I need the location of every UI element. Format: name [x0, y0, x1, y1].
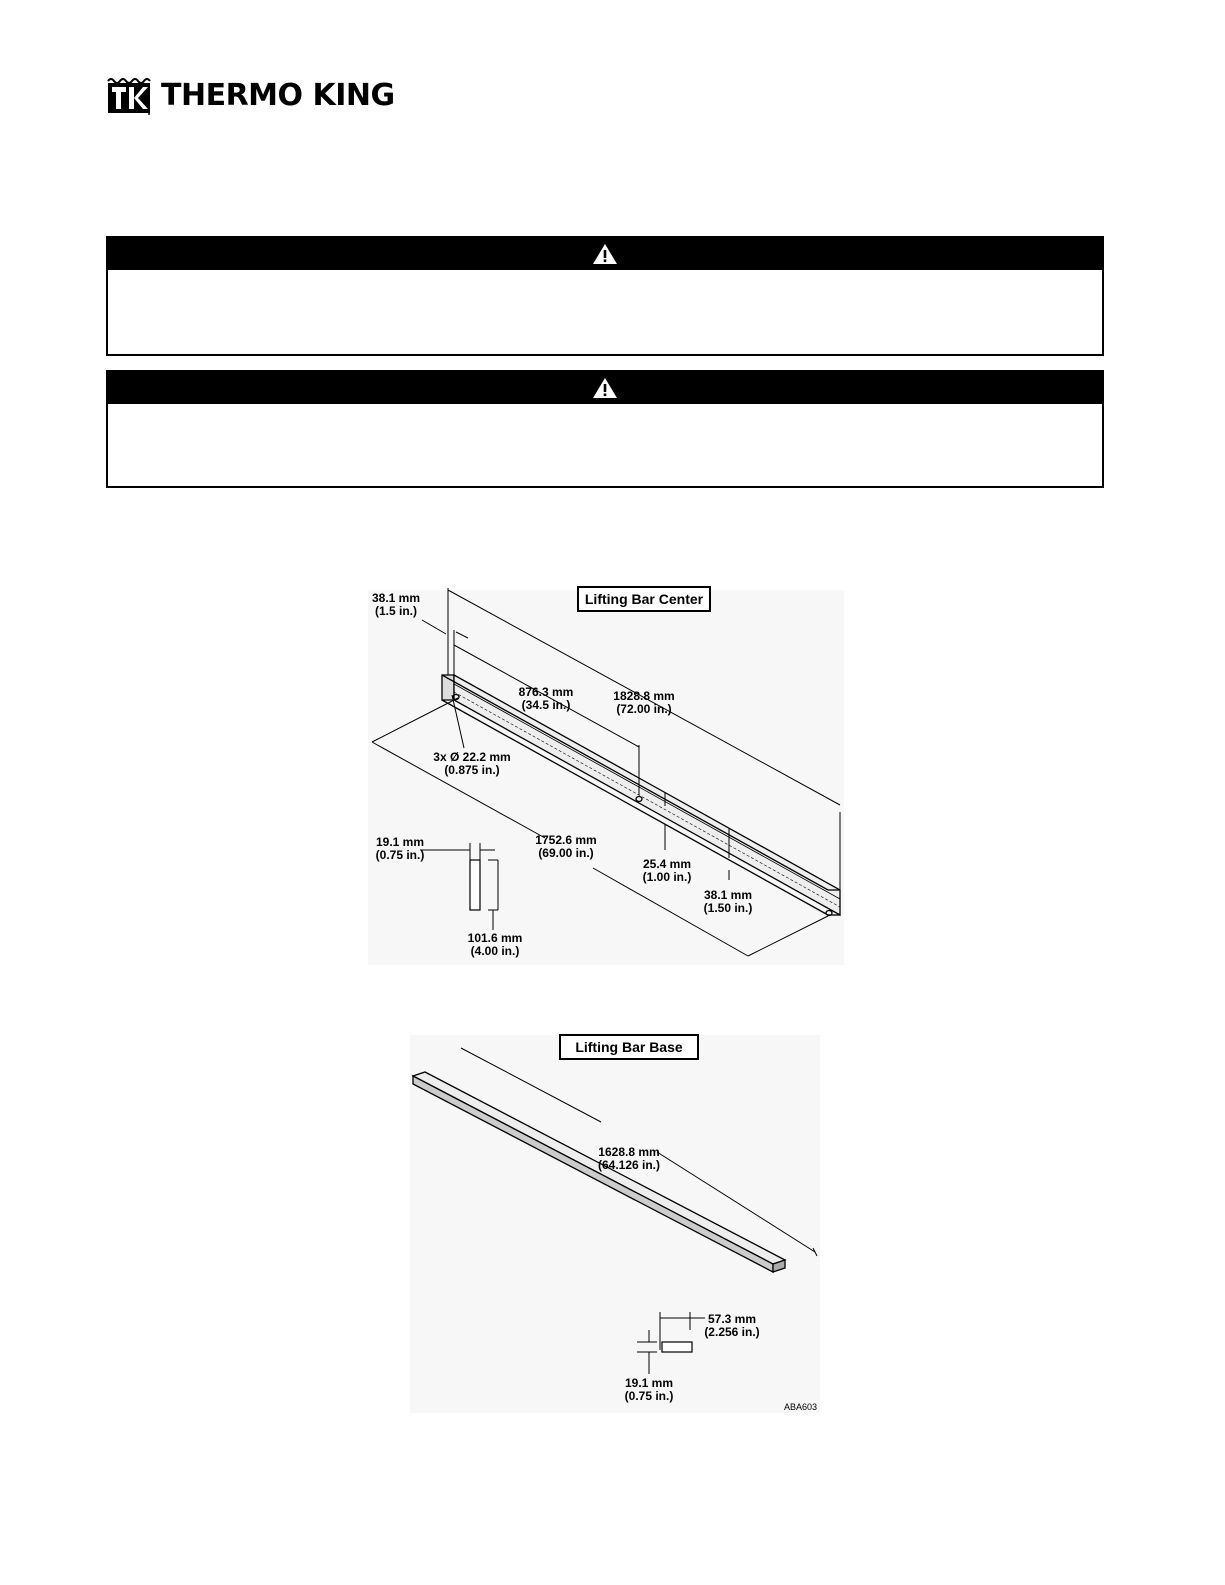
figure-title: Lifting Bar Base — [575, 1039, 683, 1055]
lifting-bar-base-drawing: Lifting Bar Base 1628.8 mm (64.126 in.) … — [410, 1034, 820, 1413]
dimension-lines — [371, 588, 841, 957]
dimension-lines — [460, 1047, 818, 1374]
dim-label: (0.75 in.) — [376, 848, 425, 862]
dim-label: 38.1 mm — [704, 888, 752, 902]
warning-header — [108, 238, 1102, 270]
cross-section-profile — [661, 1341, 693, 1353]
dim-label: 19.1 mm — [625, 1376, 673, 1390]
figure-title: Lifting Bar Center — [585, 591, 704, 607]
dim-label: 19.1 mm — [376, 835, 424, 849]
dim-label: (1.5 in.) — [375, 604, 417, 618]
dim-label: 876.3 mm — [519, 685, 574, 699]
dim-label: (2.256 in.) — [704, 1325, 759, 1339]
warning-triangle-icon — [593, 244, 617, 264]
dim-label: (0.875 in.) — [444, 763, 499, 777]
thermo-king-emblem-icon — [107, 78, 151, 115]
warning-body — [108, 404, 1102, 486]
dim-label: (0.75 in.) — [625, 1389, 674, 1403]
cross-section-profile — [469, 859, 481, 911]
dim-label: (1.00 in.) — [643, 870, 692, 884]
lifting-bar-center-figure: Lifting Bar Center — [360, 580, 850, 970]
lifting-bar-center-drawing: Lifting Bar Center — [368, 586, 844, 965]
lifting-bar-center-body — [441, 673, 841, 917]
dim-label: 38.1 mm — [372, 591, 420, 605]
warning-header — [108, 372, 1102, 404]
dim-label: (1.50 in.) — [704, 901, 753, 915]
dim-label: (4.00 in.) — [471, 944, 520, 958]
thermo-king-logo: THERMO KING — [107, 73, 427, 117]
warning-triangle-icon — [593, 378, 617, 398]
warning-box — [106, 236, 1104, 356]
dim-label: (34.5 in.) — [522, 698, 571, 712]
dim-label: 25.4 mm — [643, 857, 691, 871]
dim-label: 3x Ø 22.2 mm — [433, 750, 510, 764]
dim-label: 101.6 mm — [468, 931, 523, 945]
lifting-bar-base-figure: Lifting Bar Base 1628.8 mm (64.126 in.) … — [405, 1030, 825, 1415]
lifting-bar-base-body — [411, 1071, 787, 1274]
dim-label: (72.00 in.) — [616, 702, 671, 716]
dim-label: (69.00 in.) — [538, 846, 593, 860]
dim-label: 1752.6 mm — [535, 833, 596, 847]
warning-body — [108, 270, 1102, 354]
warning-box — [106, 370, 1104, 488]
figure-id: ABA603 — [784, 1402, 817, 1412]
dim-label: 57.3 mm — [708, 1312, 756, 1326]
dim-label: (64.126 in.) — [598, 1158, 660, 1172]
dim-label: 1828.8 mm — [613, 689, 674, 703]
brand-name: THERMO KING — [161, 77, 395, 113]
dim-label: 1628.8 mm — [598, 1145, 659, 1159]
